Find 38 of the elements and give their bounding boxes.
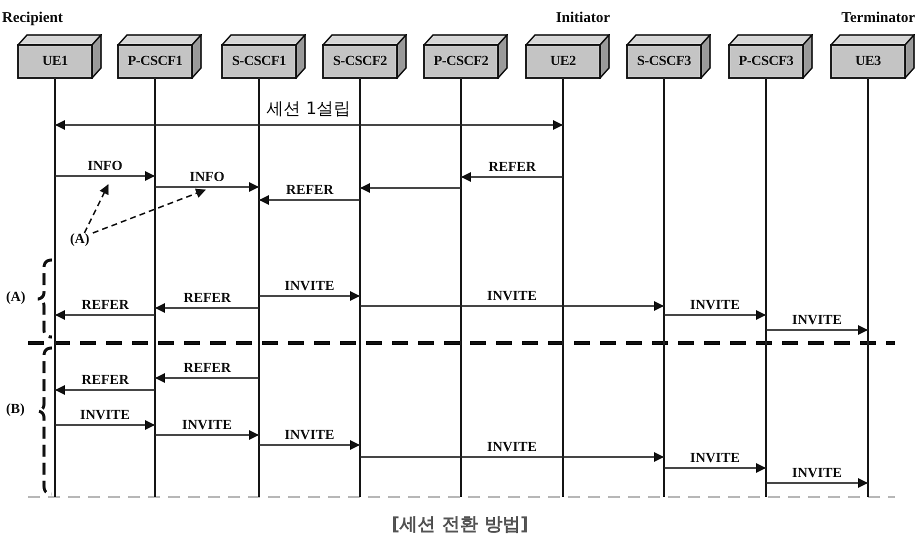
role-label: Terminator xyxy=(841,10,915,27)
lifeline xyxy=(663,79,665,497)
lifeline xyxy=(562,79,564,497)
bracket-label: (A) xyxy=(6,290,26,306)
message-arrow xyxy=(156,430,259,440)
lifeline xyxy=(154,79,156,497)
annotation-text: (A) xyxy=(70,232,90,248)
leader-line xyxy=(92,188,206,234)
role-label: Recipient xyxy=(2,10,63,27)
lifeline xyxy=(258,79,260,497)
lifeline xyxy=(867,79,869,497)
lifeline xyxy=(460,79,462,497)
role-label: Initiator xyxy=(556,10,610,27)
message-arrow xyxy=(55,385,154,395)
bracket-label: (B) xyxy=(6,402,25,418)
message-arrow xyxy=(259,195,359,205)
message-arrow xyxy=(56,171,155,181)
message-arrow xyxy=(361,452,664,462)
message-arrow xyxy=(767,325,868,335)
message-arrow xyxy=(361,301,664,311)
message-arrow xyxy=(55,310,154,320)
message-arrow xyxy=(156,182,259,192)
lifeline xyxy=(359,79,361,497)
message-arrow xyxy=(55,120,563,130)
message-arrow xyxy=(155,303,258,313)
lifeline xyxy=(54,79,56,497)
message-arrow xyxy=(56,420,155,430)
lifeline xyxy=(765,79,767,497)
message-arrow xyxy=(767,478,868,488)
message-arrow xyxy=(360,183,460,193)
message-arrow xyxy=(260,291,360,301)
caption: [세션 전환 방법] xyxy=(390,513,530,536)
message-arrow xyxy=(461,172,562,182)
leader-line xyxy=(84,184,109,234)
message-arrow xyxy=(260,440,360,450)
message-arrow xyxy=(665,310,766,320)
message-arrow xyxy=(665,463,766,473)
message-arrow xyxy=(155,373,258,383)
